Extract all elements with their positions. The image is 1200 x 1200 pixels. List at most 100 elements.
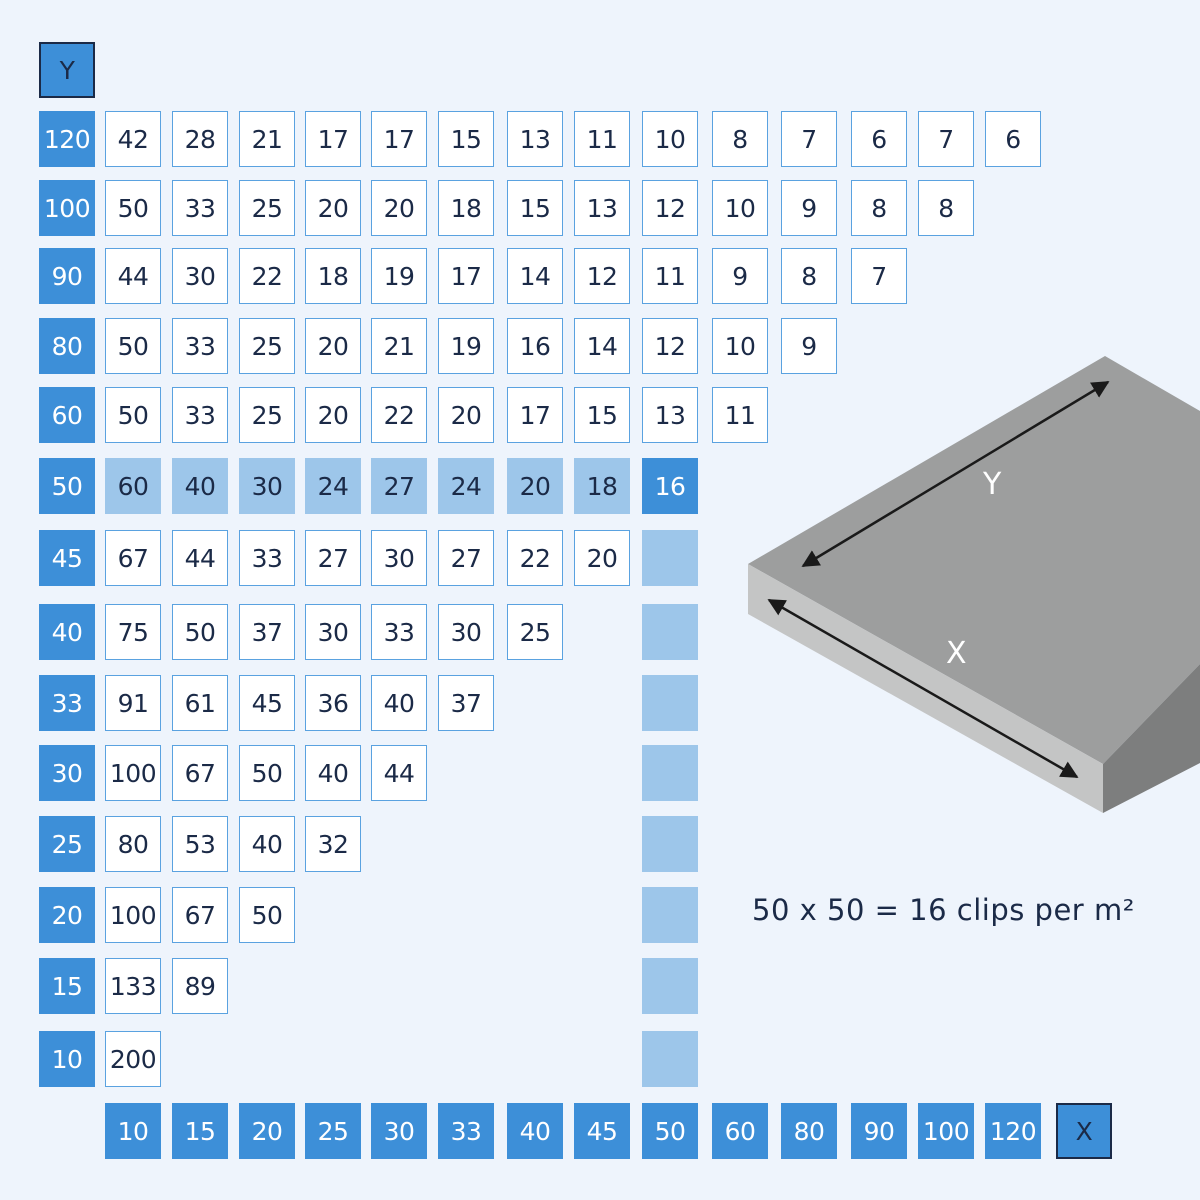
clip-count-cell: 14 [574, 318, 630, 374]
clip-count-cell: 37 [438, 675, 494, 731]
clip-count-cell: 36 [305, 675, 361, 731]
clip-count-cell: 7 [918, 111, 974, 167]
clip-count-cell: 80 [105, 816, 161, 872]
clip-count-cell: 18 [438, 180, 494, 236]
y-axis-label: 25 [39, 816, 95, 872]
clip-count-cell: 13 [507, 111, 563, 167]
clip-count-cell: 27 [371, 458, 427, 514]
clip-count-cell: 17 [371, 111, 427, 167]
clip-count-cell: 50 [105, 180, 161, 236]
clip-count-cell: 44 [172, 530, 228, 586]
x-axis-label: 80 [781, 1103, 837, 1159]
highlight-column-cell [642, 745, 698, 801]
clip-count-cell: 61 [172, 675, 228, 731]
clip-count-cell: 27 [438, 530, 494, 586]
clip-count-cell: 33 [371, 604, 427, 660]
clip-count-cell: 24 [438, 458, 494, 514]
clip-count-cell: 50 [105, 387, 161, 443]
y-dimension-arrow [801, 380, 1110, 568]
clip-count-cell: 8 [781, 248, 837, 304]
clip-count-cell: 22 [371, 387, 427, 443]
clip-count-cell: 89 [172, 958, 228, 1014]
y-axis-label: 120 [39, 111, 95, 167]
clip-count-cell: 20 [371, 180, 427, 236]
x-axis-label: 20 [239, 1103, 295, 1159]
y-axis-label: 100 [39, 180, 95, 236]
highlight-column-cell [642, 1031, 698, 1087]
y-axis-label: 40 [39, 604, 95, 660]
clip-count-cell: 18 [305, 248, 361, 304]
x-axis-label: 30 [371, 1103, 427, 1159]
x-axis-label: 10 [105, 1103, 161, 1159]
y-axis-label: 15 [39, 958, 95, 1014]
clip-count-cell: 22 [507, 530, 563, 586]
x-axis-label: 45 [574, 1103, 630, 1159]
clip-count-cell: 20 [305, 180, 361, 236]
x-axis-title: X [1056, 1103, 1112, 1159]
clip-count-cell: 91 [105, 675, 161, 731]
clip-count-cell: 33 [172, 180, 228, 236]
clip-count-cell: 15 [507, 180, 563, 236]
clip-count-cell: 40 [239, 816, 295, 872]
x-axis-label: 40 [507, 1103, 563, 1159]
clip-count-cell: 10 [642, 111, 698, 167]
x-axis-label: 50 [642, 1103, 698, 1159]
highlight-column-cell [642, 887, 698, 943]
clip-count-cell: 10 [712, 318, 768, 374]
clip-count-cell: 12 [642, 180, 698, 236]
clip-count-cell: 37 [239, 604, 295, 660]
clip-count-cell: 8 [851, 180, 907, 236]
clip-count-cell: 40 [305, 745, 361, 801]
clip-count-cell: 22 [239, 248, 295, 304]
x-dimension-arrow [767, 598, 1079, 779]
y-axis-label: 33 [39, 675, 95, 731]
clip-count-cell: 14 [507, 248, 563, 304]
clip-count-cell: 32 [305, 816, 361, 872]
clip-count-cell: 9 [781, 180, 837, 236]
clip-count-cell: 40 [172, 458, 228, 514]
highlight-column-cell [642, 530, 698, 586]
clip-count-cell: 11 [712, 387, 768, 443]
x-axis-label: 33 [438, 1103, 494, 1159]
highlight-column-cell [642, 816, 698, 872]
clip-count-cell: 30 [438, 604, 494, 660]
clip-count-cell: 6 [851, 111, 907, 167]
clip-count-cell: 33 [172, 387, 228, 443]
clip-count-cell: 17 [507, 387, 563, 443]
x-axis-label: 100 [918, 1103, 974, 1159]
y-axis-label: 20 [39, 887, 95, 943]
y-axis-label: 80 [39, 318, 95, 374]
diagram-x-label: X [946, 636, 967, 671]
diagram-y-label: Y [982, 467, 1002, 502]
clip-count-cell: 67 [172, 887, 228, 943]
clip-count-cell: 25 [507, 604, 563, 660]
clip-count-cell: 100 [105, 745, 161, 801]
y-axis-label: 90 [39, 248, 95, 304]
clip-count-cell: 28 [172, 111, 228, 167]
clip-count-cell: 19 [438, 318, 494, 374]
slab-side-face [1103, 664, 1200, 813]
clip-count-cell: 17 [305, 111, 361, 167]
clip-count-cell: 15 [438, 111, 494, 167]
clip-count-cell: 50 [105, 318, 161, 374]
clip-count-cell: 100 [105, 887, 161, 943]
clip-count-cell: 50 [239, 887, 295, 943]
clip-count-cell: 20 [574, 530, 630, 586]
highlight-column-cell [642, 958, 698, 1014]
clip-count-cell: 30 [239, 458, 295, 514]
clip-count-cell: 33 [172, 318, 228, 374]
clip-count-cell: 20 [438, 387, 494, 443]
clip-count-cell: 44 [371, 745, 427, 801]
clip-count-cell: 200 [105, 1031, 161, 1087]
clip-count-cell: 53 [172, 816, 228, 872]
clip-count-cell: 9 [781, 318, 837, 374]
clip-count-cell: 67 [105, 530, 161, 586]
y-axis-title: Y [39, 42, 95, 98]
highlight-column-cell [642, 675, 698, 731]
clip-count-cell: 15 [574, 387, 630, 443]
clip-count-cell: 50 [172, 604, 228, 660]
clip-count-cell: 75 [105, 604, 161, 660]
x-axis-label: 25 [305, 1103, 361, 1159]
x-axis-label: 15 [172, 1103, 228, 1159]
clip-count-cell: 12 [574, 248, 630, 304]
